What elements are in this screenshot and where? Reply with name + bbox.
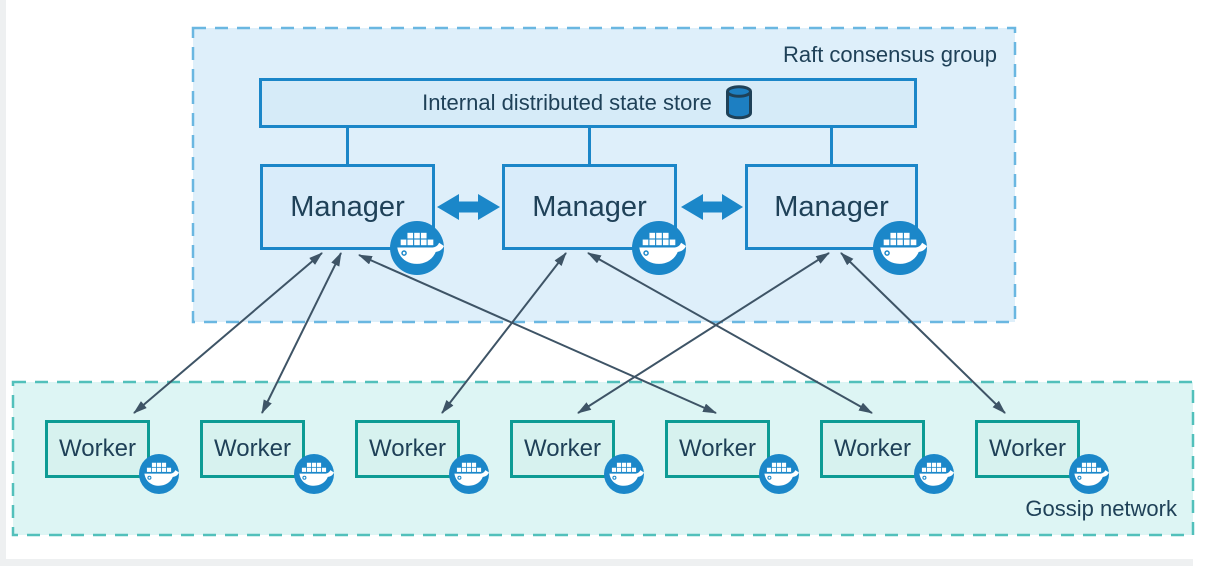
manager-node-3: Manager xyxy=(745,164,918,250)
manager-node-2: Manager xyxy=(502,164,677,250)
docker-whale-icon xyxy=(759,454,799,494)
worker-label: Worker xyxy=(369,435,446,462)
worker-node-7: Worker xyxy=(975,420,1080,478)
worker-label: Worker xyxy=(679,435,756,462)
arrow-manager1-worker5 xyxy=(358,254,717,414)
worker-node-5: Worker xyxy=(665,420,770,478)
worker-label: Worker xyxy=(524,435,601,462)
arrow-manager3-worker7 xyxy=(840,252,1006,414)
docker-whale-icon xyxy=(914,454,954,494)
worker-label: Worker xyxy=(989,435,1066,462)
manager-label: Manager xyxy=(290,190,405,223)
raft-group-label: Raft consensus group xyxy=(782,42,997,67)
database-cylinder-icon xyxy=(725,84,752,119)
arrow-manager1-worker1 xyxy=(133,252,323,414)
worker-node-1: Worker xyxy=(45,420,150,478)
state-store-box: Internal distributed state store xyxy=(259,78,917,128)
worker-node-3: Worker xyxy=(355,420,460,478)
manager-label: Manager xyxy=(532,190,647,223)
docker-whale-icon xyxy=(604,454,644,494)
docker-whale-icon xyxy=(1069,454,1109,494)
worker-label: Worker xyxy=(59,435,136,462)
arrow-manager2-worker6 xyxy=(587,252,873,414)
screen-edge-bottom xyxy=(0,559,1193,566)
worker-node-4: Worker xyxy=(510,420,615,478)
state-store-label: Internal distributed state store xyxy=(422,90,712,115)
worker-node-2: Worker xyxy=(200,420,305,478)
arrow-manager1-worker2 xyxy=(261,252,342,414)
manager-label: Manager xyxy=(774,190,889,223)
gossip-network-label: Gossip network xyxy=(1025,496,1177,521)
state-store-connectors xyxy=(346,127,833,166)
docker-whale-icon xyxy=(294,454,334,494)
worker-node-6: Worker xyxy=(820,420,925,478)
worker-label: Worker xyxy=(214,435,291,462)
docker-whale-icon xyxy=(449,454,489,494)
worker-label: Worker xyxy=(834,435,911,462)
docker-whale-icon xyxy=(390,221,444,275)
arrow-manager1-manager2 xyxy=(437,194,500,220)
docker-whale-icon xyxy=(632,221,686,275)
docker-whale-icon xyxy=(139,454,179,494)
arrow-manager3-worker4 xyxy=(577,252,830,414)
docker-whale-icon xyxy=(873,221,927,275)
manager-worker-arrows xyxy=(133,252,1006,414)
manager-node-1: Manager xyxy=(260,164,435,250)
arrow-manager2-manager3 xyxy=(681,194,743,220)
screen-edge-left xyxy=(0,0,6,566)
arrow-manager2-worker3 xyxy=(441,252,567,414)
